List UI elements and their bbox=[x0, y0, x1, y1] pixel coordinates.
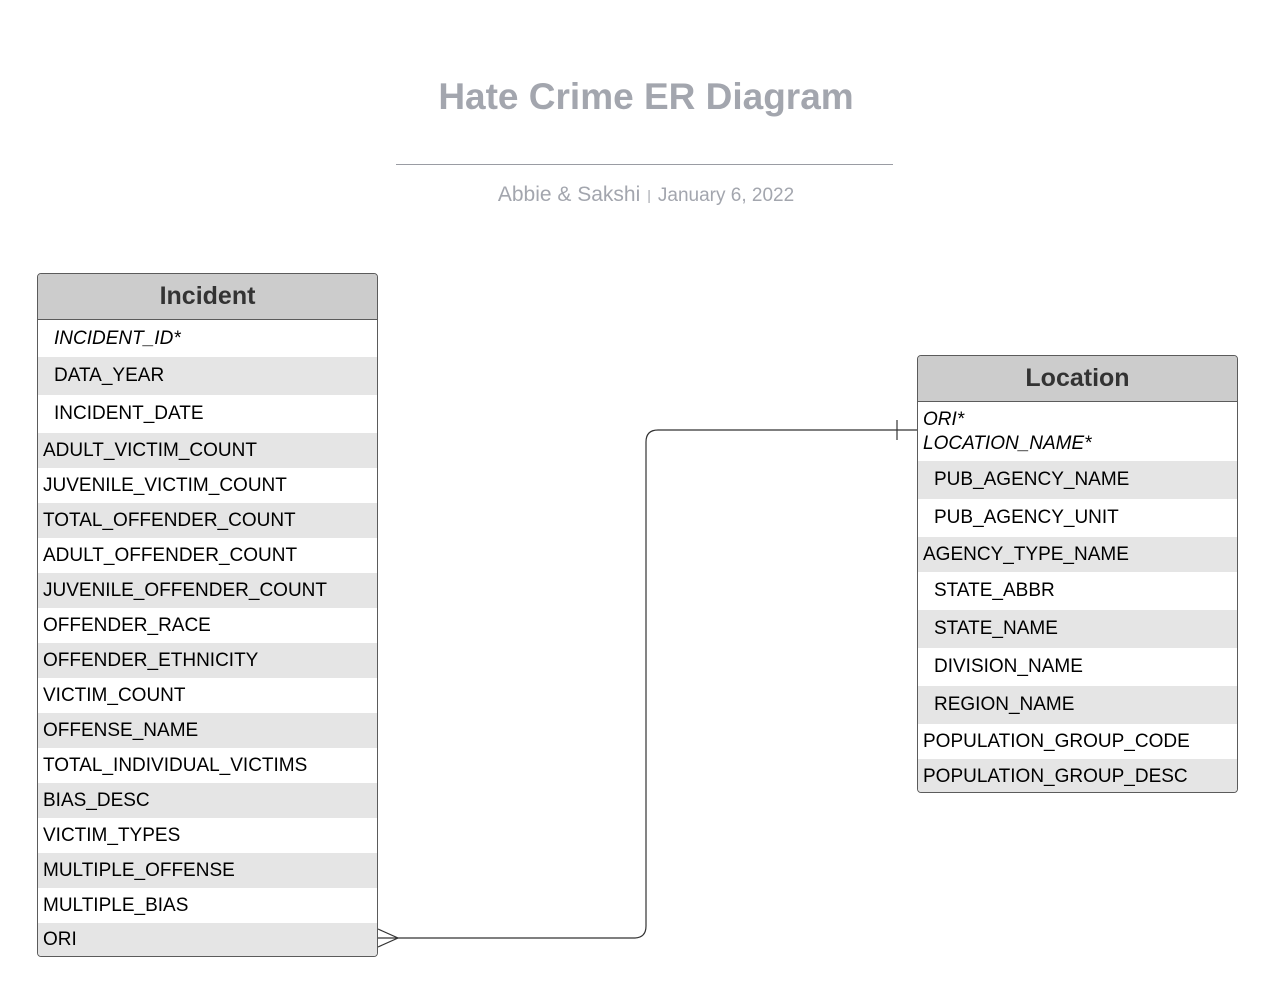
incident-field: ADULT_VICTIM_COUNT bbox=[38, 433, 377, 468]
location-field: POPULATION_GROUP_DESC bbox=[918, 759, 1237, 792]
byline: Abbie & Sakshi | January 6, 2022 bbox=[396, 183, 896, 207]
relationship-line bbox=[377, 429, 917, 939]
incident-field: VICTIM_COUNT bbox=[43, 684, 186, 706]
incident-field: JUVENILE_OFFENDER_COUNT bbox=[38, 573, 377, 608]
location-key-field: LOCATION_NAME* bbox=[923, 432, 1092, 454]
incident-field: BIAS_DESC bbox=[38, 783, 377, 818]
incident-field: INCIDENT_DATE bbox=[54, 403, 204, 424]
incident-field: OFFENDER_ETHNICITY bbox=[38, 643, 377, 678]
location-key-fields: ORI* LOCATION_NAME* bbox=[918, 402, 1237, 461]
location-field: REGION_NAME bbox=[918, 686, 1237, 724]
location-field: DIVISION_NAME bbox=[934, 656, 1083, 677]
incident-field: DATA_YEAR bbox=[38, 357, 377, 395]
incident-primary-key-field: INCIDENT_ID* bbox=[54, 327, 181, 349]
diagram-title: Hate Crime ER Diagram bbox=[438, 76, 854, 117]
incident-field: JUVENILE_VICTIM_COUNT bbox=[43, 474, 287, 496]
incident-field: ADULT_OFFENDER_COUNT bbox=[43, 544, 298, 566]
incident-field-list: INCIDENT_ID* DATA_YEAR INCIDENT_DATE ADULT_… bbox=[38, 320, 377, 956]
location-entity-header: Location bbox=[918, 356, 1237, 402]
location-field: STATE_NAME bbox=[918, 610, 1237, 648]
byline-separator: | bbox=[647, 187, 651, 203]
incident-field: TOTAL_OFFENDER_COUNT bbox=[38, 503, 377, 538]
incident-field: OFFENSE_NAME bbox=[38, 713, 377, 748]
crowfoot-many-marker bbox=[377, 928, 400, 948]
location-field: PUB_AGENCY_UNIT bbox=[934, 507, 1119, 528]
location-field-list: PUB_AGENCY_NAME PUB_AGENCY_UNIT AGENCY_TYP… bbox=[918, 461, 1237, 792]
incident-field: OFFENDER_RACE bbox=[43, 614, 211, 636]
location-field: PUB_AGENCY_NAME bbox=[918, 461, 1237, 499]
incident-field: MULTIPLE_BIAS bbox=[43, 894, 189, 916]
incident-entity-header: Incident bbox=[38, 274, 377, 320]
location-key-field: ORI* bbox=[923, 408, 965, 430]
location-field: AGENCY_TYPE_NAME bbox=[918, 537, 1237, 572]
diagram-date: January 6, 2022 bbox=[657, 185, 795, 206]
incident-field: VICTIM_TYPES bbox=[43, 824, 181, 846]
title-divider bbox=[396, 164, 893, 165]
authors: Abbie & Sakshi bbox=[497, 183, 641, 206]
incident-entity[interactable]: Incident INCIDENT_ID* DATA_YEAR INCIDENT_D… bbox=[37, 273, 378, 957]
location-field: POPULATION_GROUP_CODE bbox=[923, 730, 1190, 752]
incident-field: MULTIPLE_OFFENSE bbox=[38, 853, 377, 888]
incident-field: TOTAL_INDIVIDUAL_VICTIMS bbox=[43, 754, 308, 776]
location-field: STATE_ABBR bbox=[934, 580, 1055, 601]
incident-field: ORI bbox=[38, 923, 377, 956]
location-entity[interactable]: Location ORI* LOCATION_NAME* PUB_AGENCY_… bbox=[917, 355, 1238, 793]
